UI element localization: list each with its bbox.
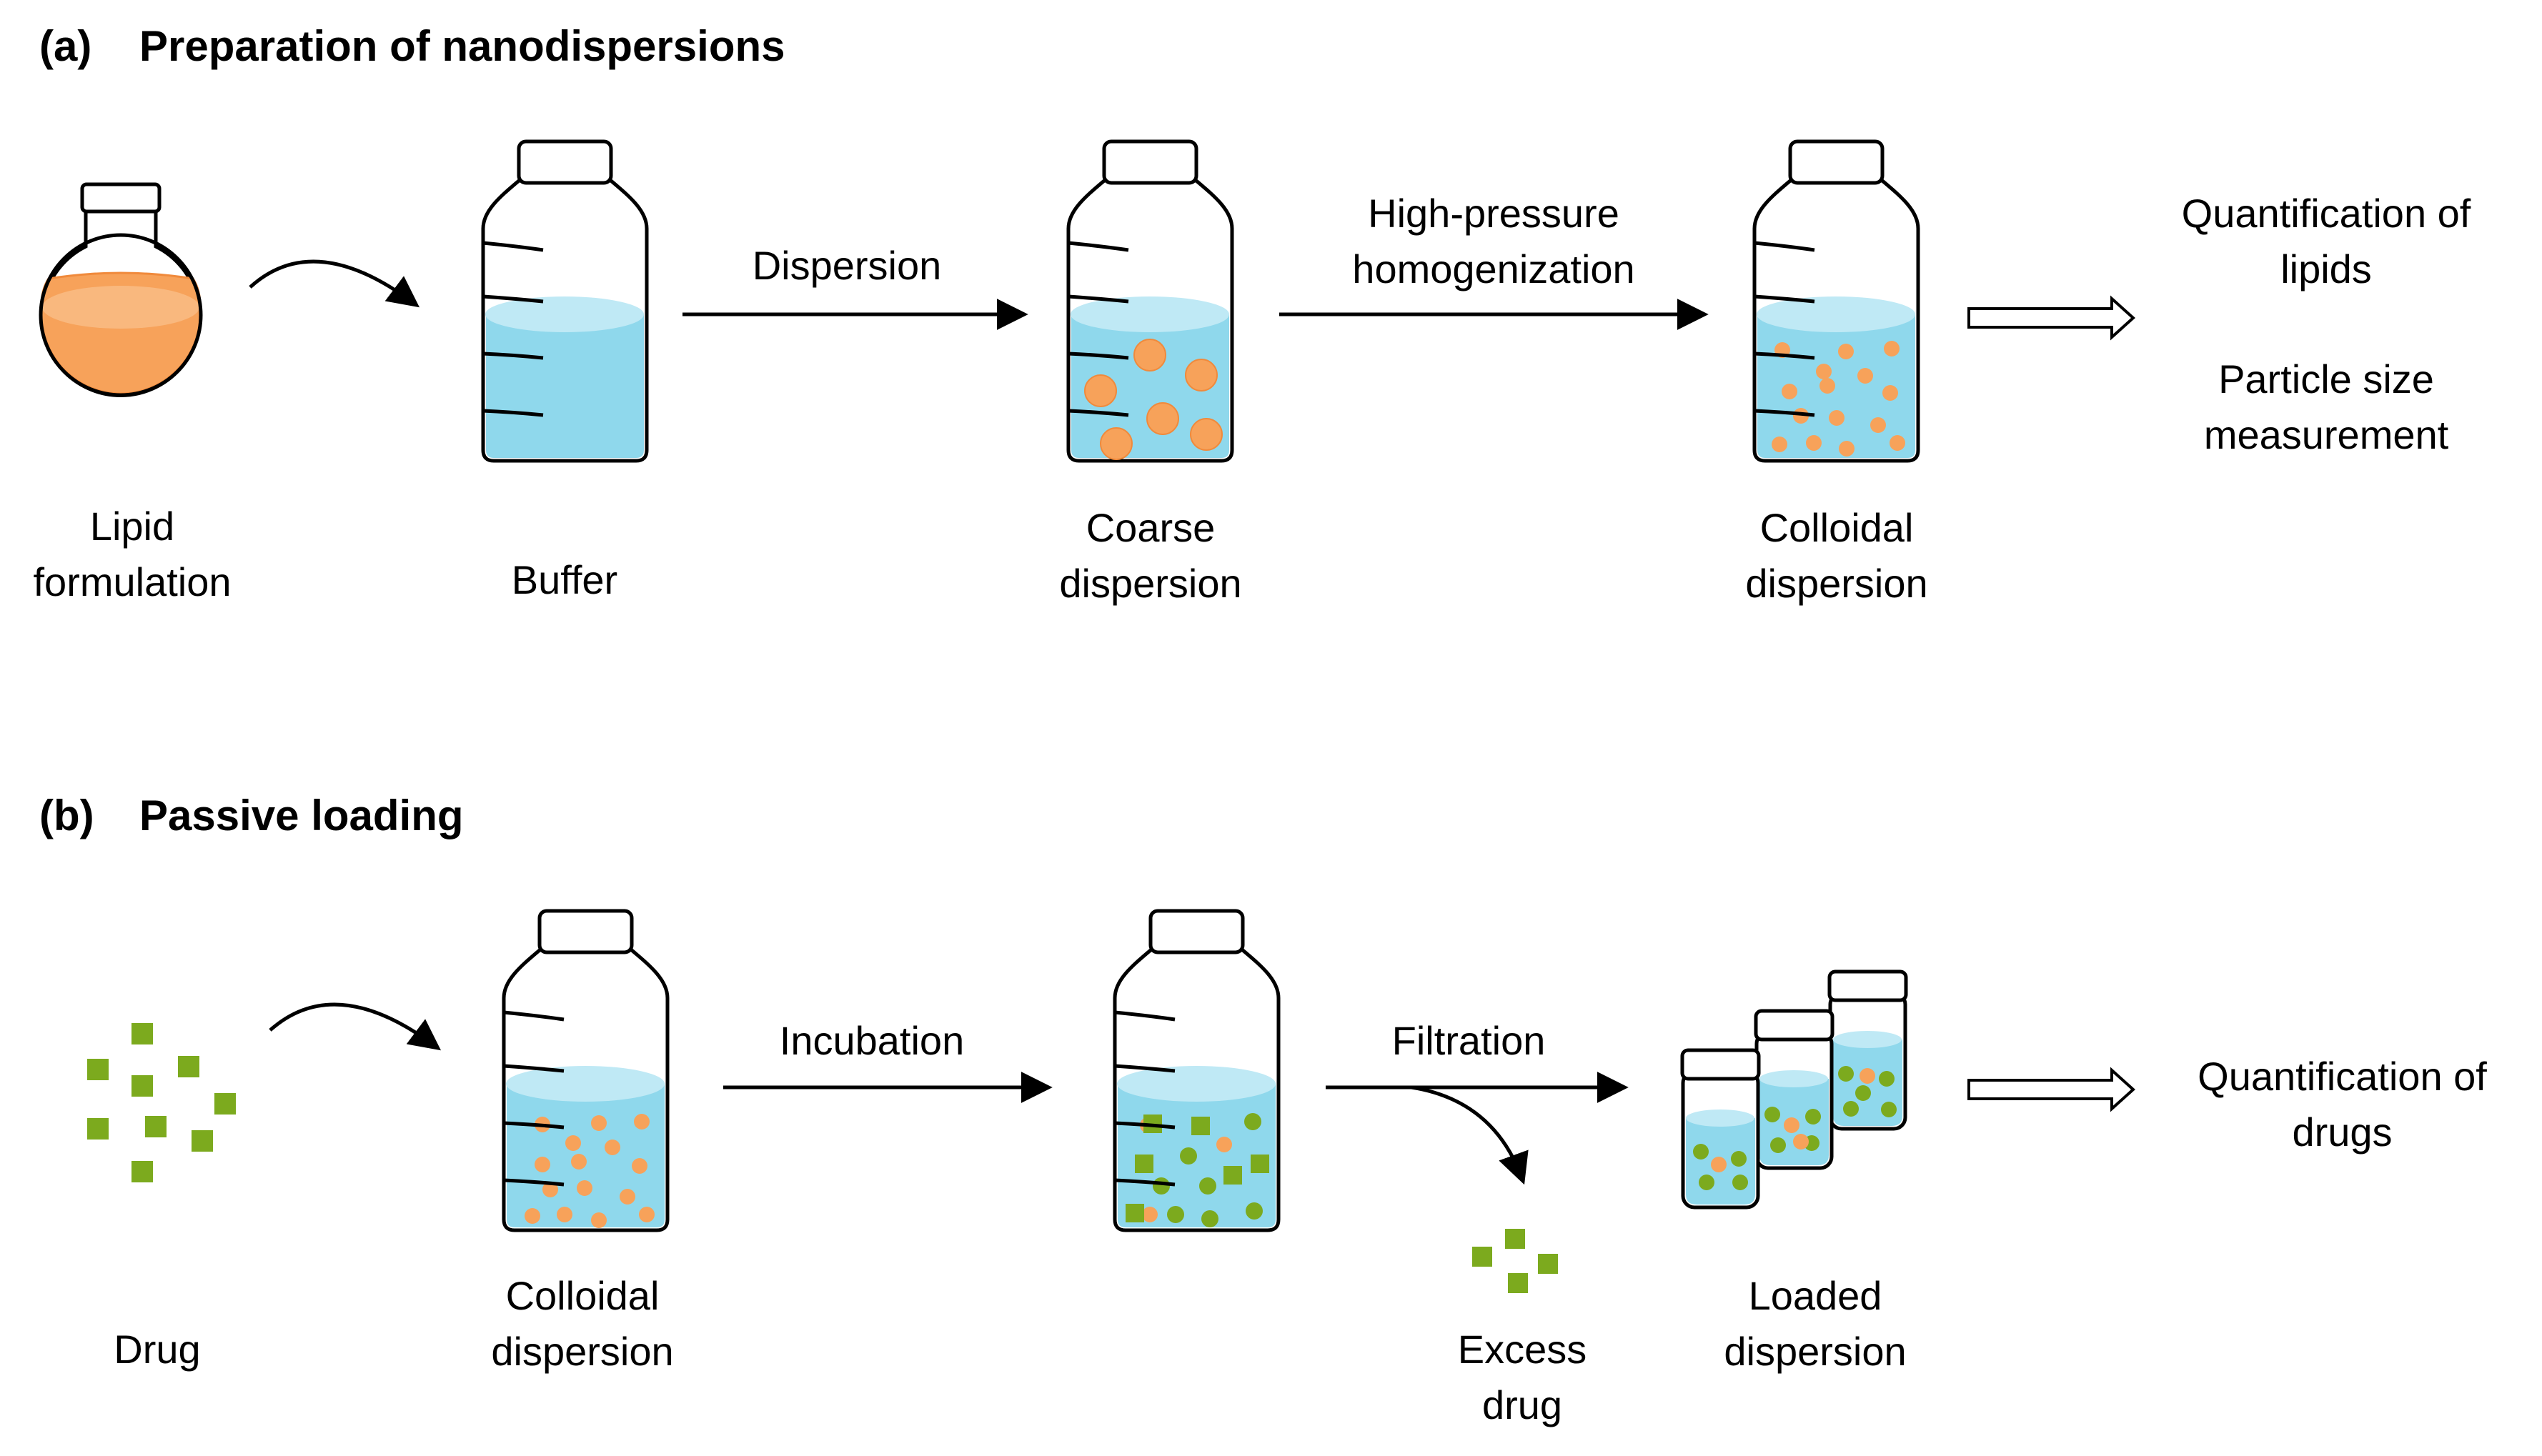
section-b-header: (b) Passive loading xyxy=(39,791,464,841)
output-particle-size: Particle size measurement xyxy=(2203,356,2449,457)
section-a-header: (a) Preparation of nanodispersions xyxy=(39,21,785,71)
label-loaded-dispersion: Loaded dispersion xyxy=(1724,1273,1907,1374)
section-b-tag: (b) xyxy=(39,792,94,839)
output-quantification-lipids: Quantification of lipids xyxy=(2181,191,2471,291)
step-filtration: Filtration xyxy=(1391,1018,1546,1063)
label-colloidal-dispersion-b: Colloidal dispersion xyxy=(491,1273,674,1374)
vial-icon xyxy=(1754,1009,1834,1170)
section-a-title: Preparation of nanodispersions xyxy=(139,22,785,70)
hollow-arrow-icon xyxy=(1967,295,2135,341)
section-b-title: Passive loading xyxy=(139,792,464,839)
lab-bottle-icon xyxy=(1752,139,1920,463)
curved-arrow-icon xyxy=(1411,1085,1529,1185)
hollow-arrow-icon xyxy=(1967,1067,2135,1112)
label-drug: Drug xyxy=(114,1327,201,1372)
curved-arrow-icon xyxy=(269,1002,442,1051)
drug-particles xyxy=(87,1023,236,1182)
vial-icon xyxy=(1827,969,1908,1131)
lab-bottle-icon xyxy=(502,909,670,1232)
label-coarse-dispersion: Coarse dispersion xyxy=(1059,505,1242,606)
excess-drug-particles xyxy=(1472,1229,1558,1293)
lab-bottle-icon xyxy=(481,139,649,463)
label-colloidal-dispersion-a: Colloidal dispersion xyxy=(1745,505,1928,606)
lab-bottle-icon xyxy=(1066,139,1234,463)
curved-arrow-icon xyxy=(249,259,420,308)
lab-bottle-icon xyxy=(1113,909,1281,1232)
step-dispersion: Dispersion xyxy=(752,243,942,288)
label-excess-drug: Excess drug xyxy=(1457,1327,1587,1427)
output-quantification-drugs: Quantification of drugs xyxy=(2198,1054,2487,1155)
vial-icon xyxy=(1680,1048,1761,1210)
section-a-tag: (a) xyxy=(39,22,92,70)
label-lipid-formulation: Lipid formulation xyxy=(33,504,232,604)
label-buffer: Buffer xyxy=(511,557,618,602)
round-bottom-flask-icon xyxy=(39,182,203,397)
step-homogenization: High-pressure homogenization xyxy=(1352,191,1635,291)
step-incubation: Incubation xyxy=(779,1018,965,1063)
